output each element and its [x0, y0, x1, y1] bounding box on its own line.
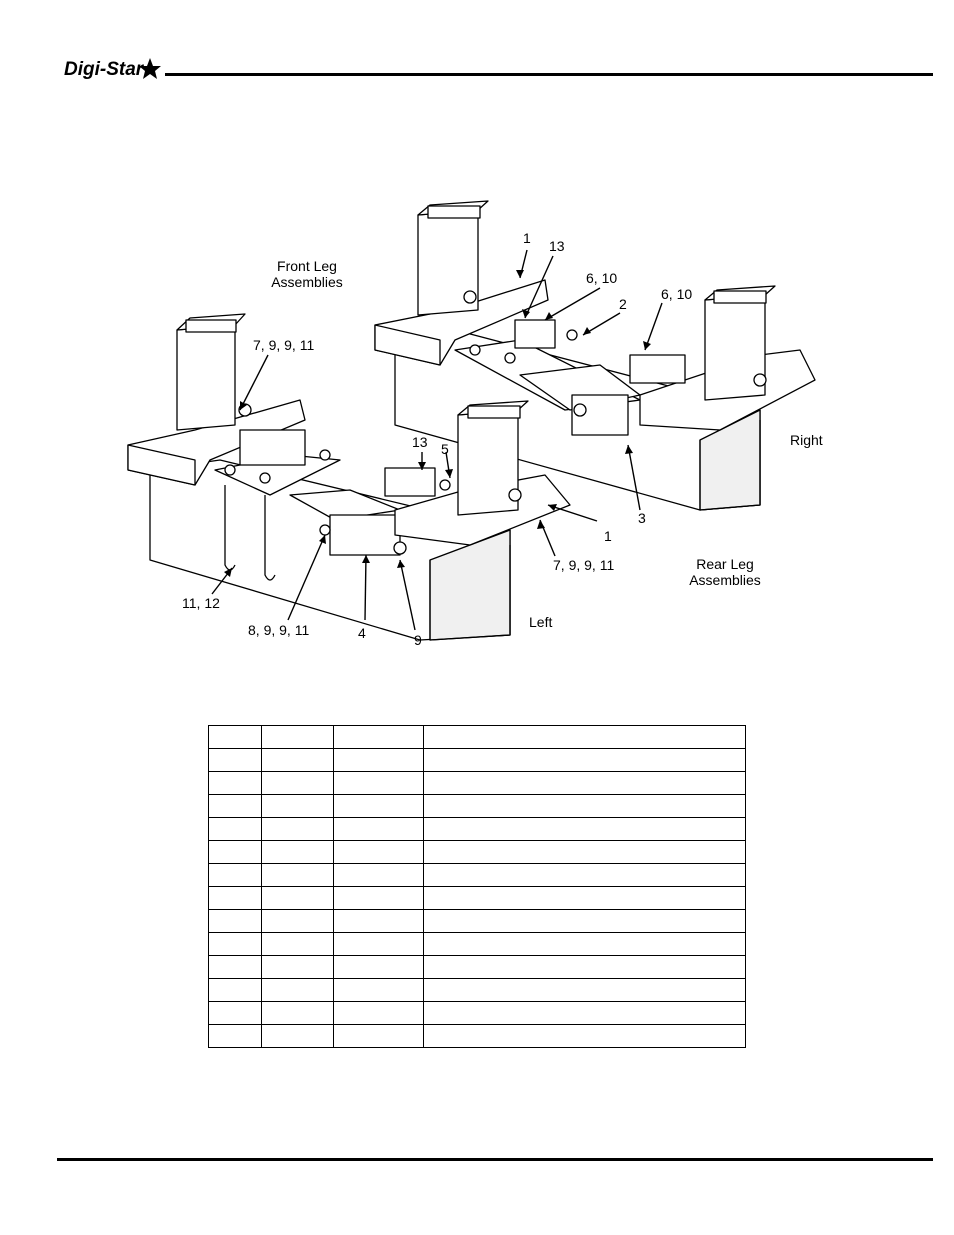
table-cell	[261, 771, 334, 795]
callout-8-9-9-11: 8, 9, 9, 11	[248, 622, 310, 638]
callout-2: 2	[619, 296, 627, 312]
table-cell	[333, 817, 424, 841]
table-cell	[261, 863, 334, 887]
table-row	[208, 1001, 746, 1025]
table-cell	[333, 978, 424, 1002]
table-cell	[423, 1001, 746, 1025]
table-cell	[261, 817, 334, 841]
table-row	[208, 955, 746, 979]
logo-text: Digi-Star	[64, 59, 145, 80]
callout-11-12: 11, 12	[182, 595, 220, 611]
table-cell	[423, 794, 746, 818]
table-row	[208, 771, 746, 795]
assembly-diagram	[127, 200, 816, 641]
table-cell	[333, 725, 424, 749]
callout-13-mid: 13	[412, 434, 428, 450]
table-cell	[333, 1001, 424, 1025]
table-cell	[208, 955, 262, 979]
table-cell	[208, 748, 262, 772]
table-cell	[208, 886, 262, 910]
label-left: Left	[529, 614, 553, 630]
table-cell	[333, 794, 424, 818]
table-cell	[423, 863, 746, 887]
table-row	[208, 978, 746, 1002]
table-row	[208, 725, 746, 749]
table-cell	[261, 794, 334, 818]
table-cell	[208, 794, 262, 818]
footer-rule	[57, 1158, 933, 1161]
table-row	[208, 748, 746, 772]
table-cell	[423, 932, 746, 956]
table-cell	[423, 771, 746, 795]
table-cell	[208, 863, 262, 887]
callout-4: 4	[358, 625, 366, 641]
table-cell	[333, 863, 424, 887]
table-cell	[261, 1001, 334, 1025]
table-cell	[261, 932, 334, 956]
table-cell	[208, 1001, 262, 1025]
table-cell	[423, 955, 746, 979]
table-row	[208, 932, 746, 956]
table-cell	[261, 955, 334, 979]
parts-table	[208, 725, 746, 1048]
table-row	[208, 794, 746, 818]
table-cell	[208, 725, 262, 749]
table-cell	[208, 840, 262, 864]
label-rear-leg-assemblies: Rear Leg Assemblies	[689, 556, 761, 588]
logo-star-icon	[139, 58, 161, 79]
table-cell	[261, 909, 334, 933]
callout-5: 5	[441, 441, 449, 457]
table-cell	[208, 771, 262, 795]
table-cell	[423, 978, 746, 1002]
table-cell	[423, 817, 746, 841]
digi-star-logo: Digi-Star	[64, 58, 161, 80]
table-row	[208, 886, 746, 910]
table-cell	[423, 840, 746, 864]
callout-1-right: 1	[604, 528, 612, 544]
callout-3: 3	[638, 510, 646, 526]
table-cell	[333, 932, 424, 956]
callout-9: 9	[414, 632, 422, 648]
table-cell	[208, 978, 262, 1002]
callout-7-9-9-11-a: 7, 9, 9, 11	[253, 337, 315, 353]
callout-7-9-9-11-b: 7, 9, 9, 11	[553, 557, 615, 573]
table-cell	[423, 748, 746, 772]
table-cell	[423, 1024, 746, 1048]
table-cell	[333, 840, 424, 864]
table-cell	[423, 886, 746, 910]
header-rule	[165, 73, 933, 76]
table-cell	[333, 909, 424, 933]
callout-6-10-a: 6, 10	[586, 270, 618, 286]
table-row	[208, 863, 746, 887]
table-row	[208, 1024, 746, 1048]
table-cell	[333, 771, 424, 795]
callout-6-10-b: 6, 10	[661, 286, 693, 302]
table-cell	[261, 748, 334, 772]
table-cell	[261, 886, 334, 910]
table-cell	[333, 955, 424, 979]
table-cell	[423, 725, 746, 749]
label-front-leg-assemblies: Front Leg Assemblies	[271, 258, 343, 290]
table-cell	[208, 909, 262, 933]
table-cell	[208, 932, 262, 956]
table-row	[208, 840, 746, 864]
table-cell	[333, 1024, 424, 1048]
callout-1-top: 1	[523, 230, 531, 246]
table-cell	[333, 748, 424, 772]
table-cell	[261, 978, 334, 1002]
table-cell	[423, 909, 746, 933]
table-cell	[261, 725, 334, 749]
table-cell	[208, 1024, 262, 1048]
table-cell	[261, 1024, 334, 1048]
table-cell	[333, 886, 424, 910]
callout-13-top: 13	[549, 238, 565, 254]
table-cell	[208, 817, 262, 841]
table-cell	[261, 840, 334, 864]
table-row	[208, 817, 746, 841]
label-right: Right	[790, 432, 823, 448]
table-row	[208, 909, 746, 933]
